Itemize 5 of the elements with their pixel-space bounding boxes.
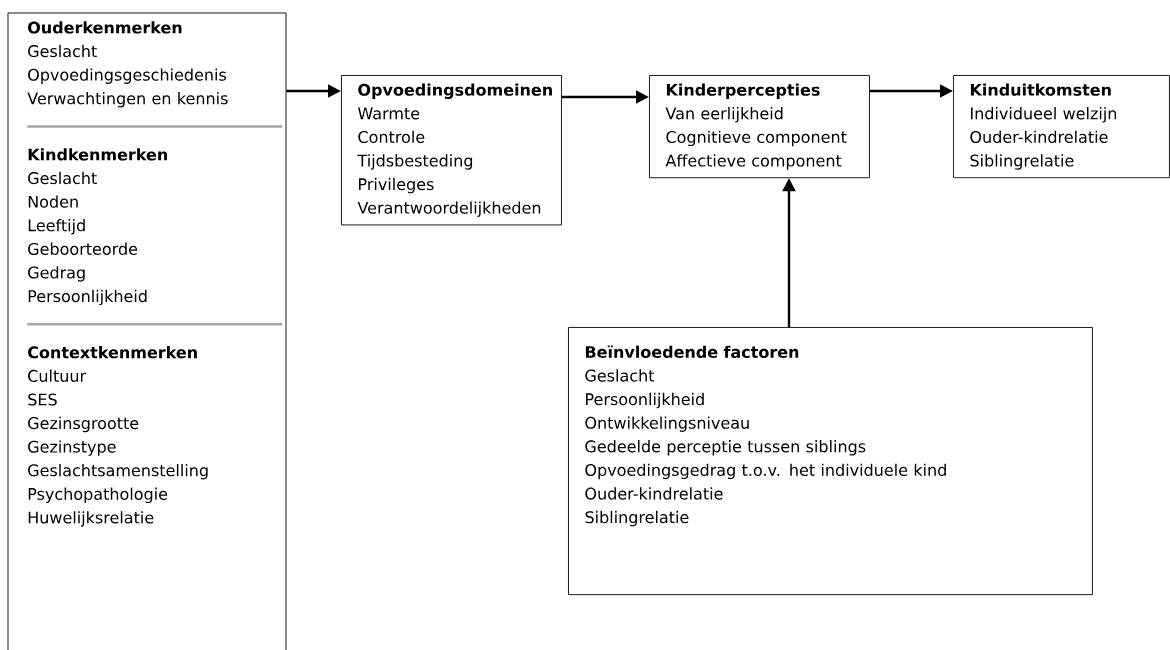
text-box: Beïnvloedende factoren Geslacht Persoonlijkheid Ontwikkelingsniveau Gedeelde perceptie tussen siblings Opvoedingsgedrag t.o.v. het individuele kind Ouder-kindrelatie Siblingrelatie	[568, 327, 1093, 596]
text-box: Opvoedingsdomeinen Warmte Controle Tijdsbesteding Privileges Verantwoordelijkheden	[341, 75, 562, 226]
text-box: Kinduitkomsten Individueel welzijn Ouder-kindrelatie Siblingrelatie	[953, 75, 1170, 179]
characteristics-panel: Ouderkenmerken Geslacht Opvoedingsgeschiedenis Verwachtingen en kennis Kindkenmerken Geslacht Noden Leeftijd Geboorteorde Gedrag Persoonlijkheid Contextkenmerken Cultuur SES Gezinsgrootte Gezinstype Geslachtsamenstelling Psychopathologie Huwelijksrelatie	[7, 12, 287, 650]
text-box: Kinderpercepties Van eerlijkheid Cognitieve component Affectieve component	[649, 75, 870, 179]
